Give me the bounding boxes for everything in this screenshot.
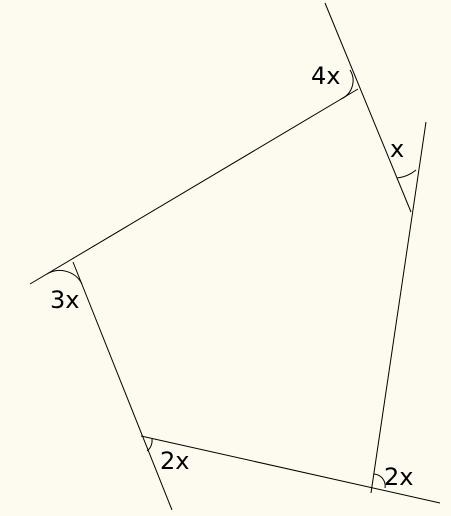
side-top-extended [29, 88, 359, 285]
angle-label-top-right: 4x [311, 62, 340, 90]
angle-arc-bottom-right [373, 473, 386, 489]
angle-arc-right [396, 169, 417, 179]
angle-arc-bottom-left [146, 438, 153, 452]
angle-label-left: 3x [50, 286, 79, 314]
side-left-extended [72, 261, 173, 511]
side-right-extended [370, 121, 427, 494]
angle-arc-top-right [340, 69, 354, 100]
angle-label-right: x [390, 135, 404, 163]
side-upper-right-extended [324, 2, 412, 213]
angle-label-bottom-left: 2x [160, 447, 189, 475]
angle-arc-left [46, 270, 83, 285]
side-bottom-extended [140, 435, 441, 504]
angle-label-bottom-right: 2x [384, 463, 413, 491]
